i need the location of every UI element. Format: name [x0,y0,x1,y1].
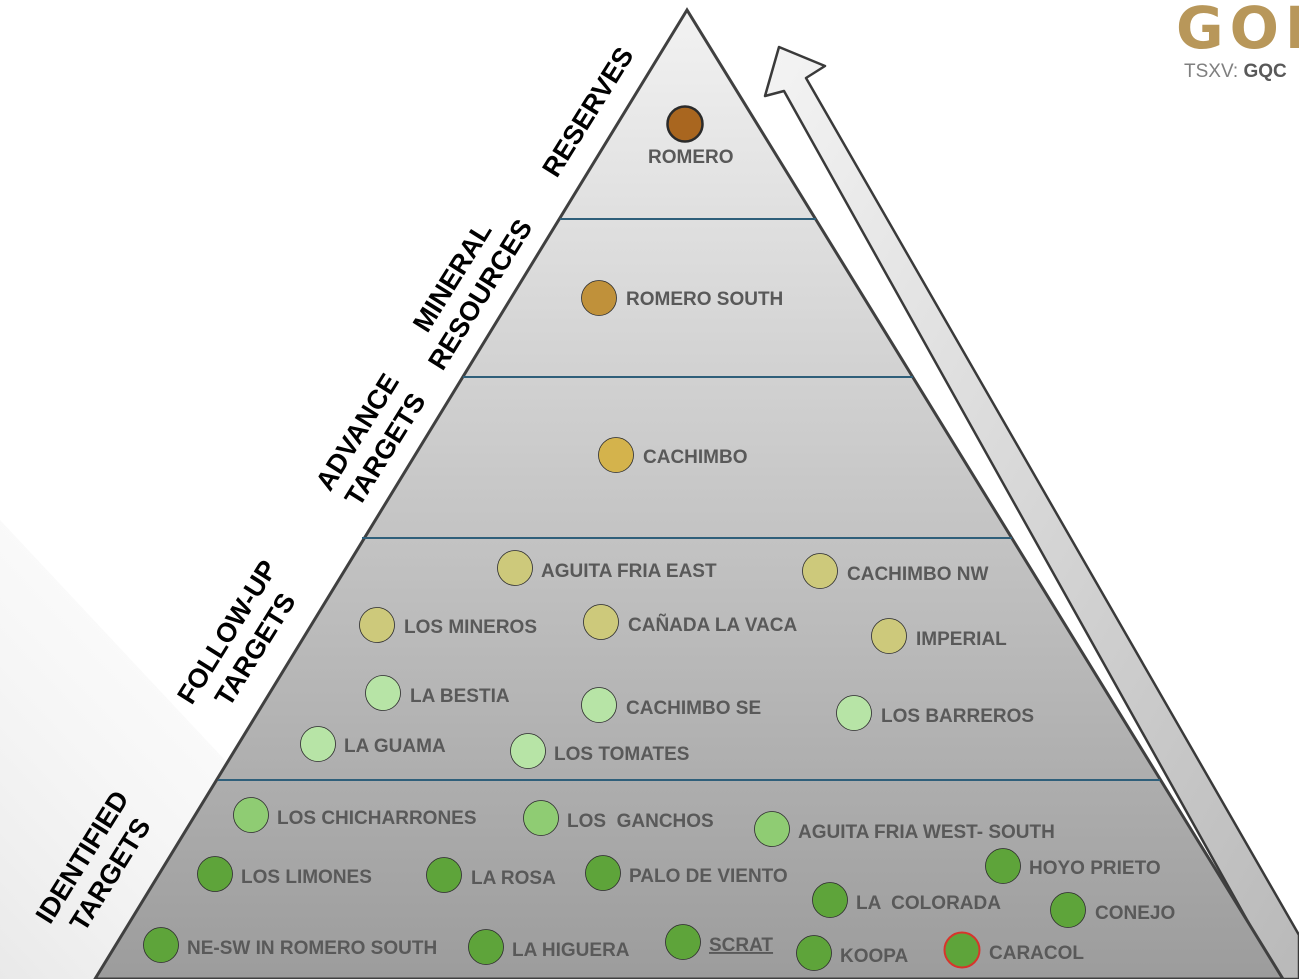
target-label: CACHIMBO NW [847,564,988,585]
target-marker [581,687,617,723]
target-label: LOS TOMATES [554,744,689,765]
target-la-colorada: LA COLORADA [812,882,1001,918]
target-ne-sw-in-romero-south: NE-SW IN ROMERO SOUTH [143,927,437,963]
logo-ticker-prefix: TSXV: [1184,61,1243,82]
target-marker [365,675,401,711]
target-marker [197,856,233,892]
target-label: LA GUAMA [344,736,446,757]
target-label: AGUITA FRIA WEST- SOUTH [798,822,1055,843]
target-los-limones: LOS LIMONES [197,856,372,892]
target-los-chicharrones: LOS CHICHARRONES [233,797,477,833]
target-marker [836,695,872,731]
target-marker [985,848,1021,884]
target-label: LOS LIMONES [241,867,372,888]
target-marker [233,797,269,833]
target-marker [754,811,790,847]
target-los-tomates: LOS TOMATES [510,733,689,769]
target-marker [143,927,179,963]
target-scrat: SCRAT [665,924,773,960]
target-los-mineros: LOS MINEROS [359,607,537,643]
target-los-barreros: LOS BARREROS [836,695,1034,731]
target-marker [1050,892,1086,928]
target-label: LOS MINEROS [404,617,537,638]
rising-arrow [763,45,1299,979]
target-marker [665,924,701,960]
target-label: KOOPA [840,946,909,967]
target-label: IMPERIAL [916,629,1007,650]
target-cachimbo-nw: CACHIMBO NW [802,553,988,589]
target-label: CAÑADA LA VACA [628,614,798,636]
target-marker [598,437,634,473]
target-marker [585,855,621,891]
target-la-rosa: LA ROSA [426,857,556,893]
target-marker [581,280,617,316]
company-logo: GOI TSXV: GQC [1176,0,1299,82]
target-marker [510,733,546,769]
target-la-guama: LA GUAMA [300,726,446,762]
target-palo-de-viento: PALO DE VIENTO [585,855,788,891]
target-label: CARACOL [989,943,1084,964]
target-label: SCRAT [709,935,773,956]
target-imperial: IMPERIAL [871,618,1007,654]
target-cañada-la-vaca: CAÑADA LA VACA [583,604,798,640]
target-label: ROMERO [648,147,734,168]
target-caracol: CARACOL [943,931,1084,969]
target-label: LOS CHICHARRONES [277,808,477,829]
target-label: LA ROSA [471,868,556,889]
logo-mark: GOI [1176,0,1299,62]
target-marker [359,607,395,643]
target-label: ROMERO SOUTH [626,289,783,310]
target-marker [583,604,619,640]
target-marker [497,550,533,586]
pyramid [93,7,1285,979]
target-label: NE-SW IN ROMERO SOUTH [187,938,437,959]
target-label: LA BESTIA [410,686,510,707]
target-label: CACHIMBO SE [626,698,761,719]
target-markers: ROMERO ROMERO SOUTH CACHIMBO AGUITA FRIA EA… [143,105,1175,971]
target-conejo: CONEJO [1050,892,1175,928]
target-label: HOYO PRIETO [1029,858,1161,879]
target-label: AGUITA FRIA EAST [541,561,717,582]
target-label: LA COLORADA [856,893,1001,914]
target-label: PALO DE VIENTO [629,866,788,887]
target-marker [666,105,704,143]
target-marker [796,935,832,971]
target-label: CACHIMBO [643,447,748,468]
target-label: LOS GANCHOS [567,811,714,832]
target-romero-south: ROMERO SOUTH [581,280,783,316]
target-cachimbo-se: CACHIMBO SE [581,687,761,723]
target-label: LOS BARREROS [881,706,1034,727]
logo-ticker-symbol: GQC [1243,61,1287,82]
target-label: CONEJO [1095,903,1175,924]
target-marker [468,929,504,965]
target-marker [871,618,907,654]
target-la-higuera: LA HIGUERA [468,929,630,965]
target-aguita-fria-west-south: AGUITA FRIA WEST- SOUTH [754,811,1055,847]
target-aguita-fria-east: AGUITA FRIA EAST [497,550,717,586]
target-los-ganchos: LOS GANCHOS [523,800,714,836]
target-marker [426,857,462,893]
target-marker [943,931,981,969]
target-cachimbo: CACHIMBO [598,437,748,473]
target-la-bestia: LA BESTIA [365,675,510,711]
target-hoyo-prieto: HOYO PRIETO [985,848,1161,884]
target-marker [523,800,559,836]
target-marker [812,882,848,918]
target-marker [300,726,336,762]
logo-ticker: TSXV: GQC [1184,61,1287,82]
target-marker [802,553,838,589]
target-label: LA HIGUERA [512,940,630,961]
target-koopa: KOOPA [796,935,909,971]
target-romero: ROMERO [648,105,734,168]
